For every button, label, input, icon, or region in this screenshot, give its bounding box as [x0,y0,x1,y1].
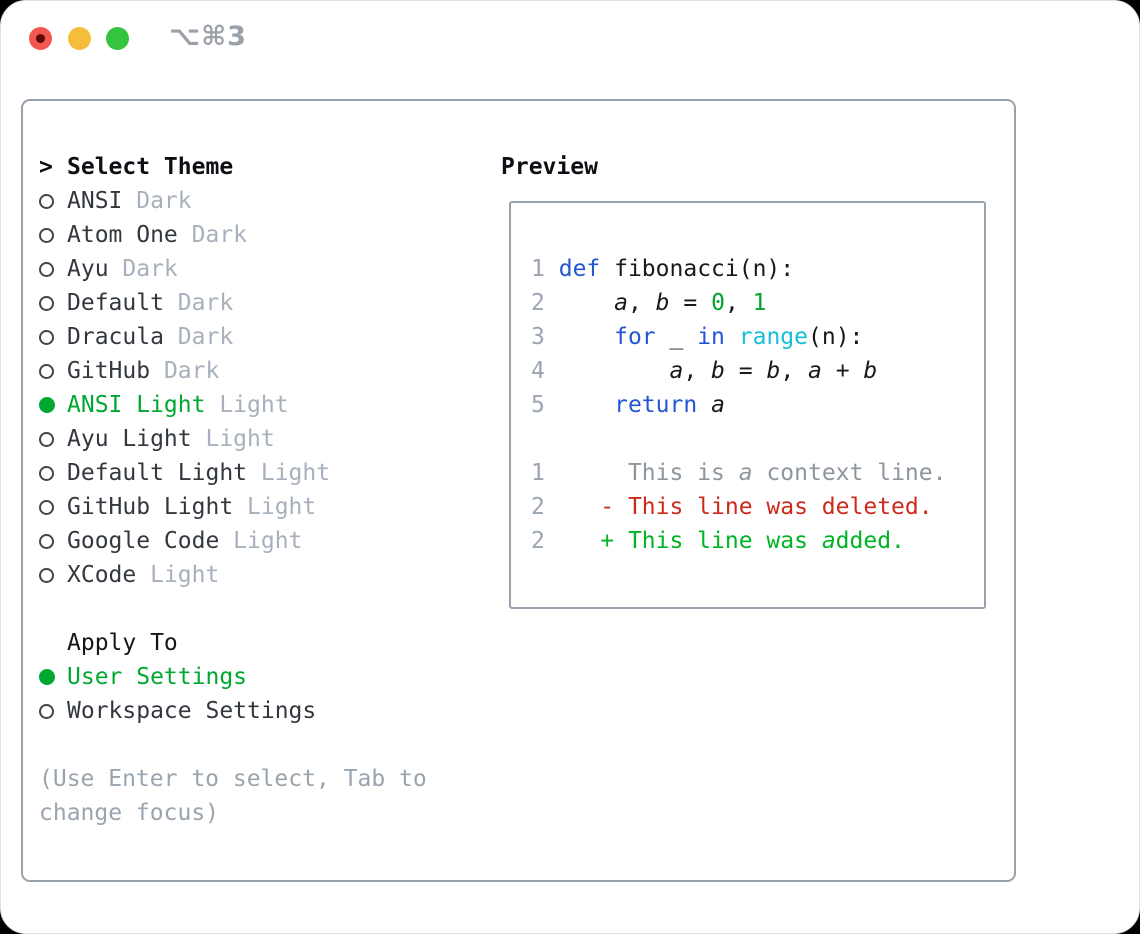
apply-option-label: User Settings [67,664,248,690]
theme-option-variant-label: Dark [108,256,178,282]
theme-option-ayu[interactable]: Ayu Dark [39,252,330,286]
theme-option-label: GitHub [67,358,151,384]
theme-option-github[interactable]: GitHub Dark [39,354,330,388]
theme-option-default[interactable]: Default Dark [39,286,330,320]
apply-option-label: Workspace Settings [67,698,317,724]
radio-icon [39,261,67,277]
select-theme-header: > Select Theme [39,150,233,184]
zoom-button[interactable] [106,27,129,50]
theme-option-github-light[interactable]: GitHub Light Light [39,490,330,524]
theme-option-ansi-light[interactable]: ANSI Light Light [39,388,330,422]
theme-option-atom-one[interactable]: Atom One Dark [39,218,330,252]
radio-icon [39,295,67,311]
theme-option-variant-label: Light [219,528,303,554]
preview-code-line: 3 for _ in range(n): [531,324,864,350]
preview-box: 1 def fibonacci(n): 2 a, b = 0, 1 3 for _ … [509,201,986,609]
radio-icon [39,465,67,481]
preview-lines: 1 def fibonacci(n): 2 a, b = 0, 1 3 for _ … [531,252,984,558]
preview-diff-line: 2 - This line was deleted. [531,494,933,520]
apply-option-user-settings[interactable]: User Settings [39,660,316,694]
preview-diff-line: 1 This is a context line. [531,460,947,486]
theme-option-dracula[interactable]: Dracula Dark [39,320,330,354]
line-number: 2 [531,290,545,316]
theme-option-variant-label: Light [191,426,275,452]
radio-selected-icon [39,669,67,685]
theme-option-variant-label: Light [247,460,331,486]
preview-spacer-line [531,422,984,456]
radio-icon [39,567,67,583]
theme-option-label: ANSI Light [67,392,206,418]
select-theme-title: Select Theme [67,154,234,180]
radio-icon [39,533,67,549]
line-number: 4 [531,358,545,384]
radio-icon [39,703,67,719]
theme-option-variant-label: Light [205,392,289,418]
radio-selected-icon [39,397,67,413]
theme-option-default-light[interactable]: Default Light Light [39,456,330,490]
theme-option-label: Default [67,290,164,316]
theme-option-label: XCode [67,562,137,588]
theme-option-variant-label: Dark [177,222,248,248]
theme-option-variant-label: Dark [122,188,192,214]
close-button-dot [36,34,45,43]
radio-icon [39,499,67,515]
line-number: 5 [531,392,545,418]
theme-option-label: Ayu Light [67,426,192,452]
preview-code-line: 5 return a [531,392,725,418]
line-number: 2 [531,494,545,520]
theme-option-variant-label: Light [136,562,220,588]
theme-option-ansi[interactable]: ANSI Dark [39,184,330,218]
radio-icon [39,363,67,379]
theme-option-label: Ayu [67,256,109,282]
preview-title: Preview [501,154,598,180]
close-button[interactable] [29,27,52,50]
caret-icon: > [39,154,53,180]
radio-icon [39,431,67,447]
theme-option-label: GitHub Light [67,494,234,520]
preview-code-line: 1 def fibonacci(n): [531,256,795,282]
help-line: change focus) [39,800,220,826]
preview-header: Preview [501,150,598,184]
preview-diff-line: 2 + This line was added. [531,528,905,554]
theme-option-label: ANSI [67,188,123,214]
titlebar: ⌥⌘3 [1,1,1139,99]
preview-code-line: 4 a, b = b, a + b [531,358,878,384]
help-text: (Use Enter to select, Tab to change focus… [39,762,427,830]
help-line: (Use Enter to select, Tab to [39,766,427,792]
theme-option-label: Google Code [67,528,220,554]
preview-code-line: 2 a, b = 0, 1 [531,290,767,316]
theme-option-variant-label: Light [233,494,317,520]
line-number: 1 [531,460,545,486]
radio-icon [39,193,67,209]
apply-to-title: Apply To [67,630,178,656]
apply-to-header: Apply To [39,626,316,660]
line-number: 2 [531,528,545,554]
theme-option-label: Default Light [67,460,248,486]
theme-option-google-code[interactable]: Google Code Light [39,524,330,558]
theme-option-variant-label: Dark [163,290,234,316]
theme-option-label: Atom One [67,222,178,248]
theme-option-ayu-light[interactable]: Ayu Light Light [39,422,330,456]
theme-option-label: Dracula [67,324,164,350]
theme-option-variant-label: Dark [163,324,234,350]
radio-icon [39,227,67,243]
line-number: 1 [531,256,545,282]
theme-option-variant-label: Dark [150,358,220,384]
line-number: 3 [531,324,545,350]
theme-option-xcode[interactable]: XCode Light [39,558,330,592]
apply-option-workspace-settings[interactable]: Workspace Settings [39,694,316,728]
window-shortcut-label: ⌥⌘3 [169,21,247,52]
minimize-button[interactable] [68,27,91,50]
radio-icon [39,329,67,345]
